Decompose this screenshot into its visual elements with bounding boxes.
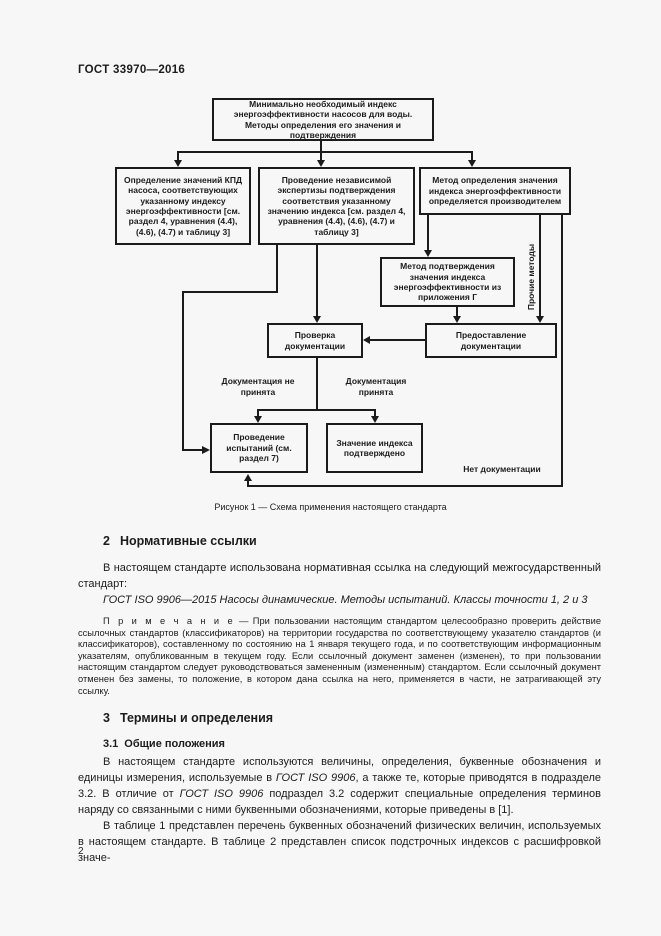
flow-node-method-determination: Метод определения значения индекса энерг… [419,167,571,215]
page-number: 2 [78,846,84,857]
edge-label-docs-rejected: Документация не принята [221,376,295,397]
flow-node-testing: Проведение испытаний (см. раздел 7) [210,423,308,473]
note-text: — При пользовании настоящим стандартом ц… [78,616,601,696]
standard-designation-header: ГОСТ 33970—2016 [78,64,186,76]
p1-text-1: В настоящем стандарте используются велич… [78,756,601,785]
section-2-heading: 2 Нормативные ссылки [103,534,601,548]
body-text: 2 Нормативные ссылки В настоящем стандарт… [78,534,601,866]
p1-italic-1: ГОСТ ISO 9906 [275,772,356,785]
edge-label-no-documentation: Нет документации [463,464,541,474]
subsection-3-1-paragraph: В настоящем стандарте используются велич… [78,754,601,818]
section-2-title: Нормативные ссылки [119,534,257,548]
normative-reference: ГОСТ ISO 9906—2015 Насосы динамические. … [78,592,601,608]
flow-node-check-documentation: Проверка документации [267,323,363,358]
reference-title: Насосы динамические. Методы испытаний. К… [216,594,588,606]
edge-label-docs-accepted: Документация принята [345,376,407,397]
subsection-3-1-number: 3.1 [103,738,119,751]
edge-label-other-methods: Прочие методы [526,243,536,311]
flow-node-independent-expertise: Проведение независимой экспертизы подтве… [258,167,415,245]
reference-designation: ГОСТ ISO 9906—2015 [103,594,217,606]
section-2-intro-paragraph: В настоящем стандарте использована норма… [78,562,601,590]
tables-overview-paragraph: В таблице 1 представлен перечень буквенн… [78,820,601,865]
note-label: П р и м е ч а н и е [103,616,235,626]
flow-node-index-confirmed: Значение индекса подтверждено [326,423,423,473]
figure-1-flowchart: Минимально необходимый индекс энергоэффе… [115,98,571,512]
note-paragraph: П р и м е ч а н и е — При пользовании на… [78,616,601,697]
p1-italic-2: ГОСТ ISO 9906 [179,788,264,801]
p1-text-2: , а также те, которые приводятся в подра… [78,772,601,801]
p1-text-3: подраздел 3.2 содержит специальные опред… [78,788,601,817]
flow-node-method-confirmation: Метод подтверждения значения индекса эне… [380,257,515,307]
section-3-heading: 3 Термины и определения [103,711,601,725]
section-3-title: Термины и определения [119,711,274,726]
subsection-3-1-heading: 3.1 Общие положения [103,738,601,750]
section-2-number: 2 [103,534,110,548]
section-3-number: 3 [103,711,110,726]
flow-node-kpd-determination: Определение значений КПД насоса, соответ… [115,167,251,245]
flowchart-connectors [174,140,563,487]
subsection-3-1-title: Общие положения [124,738,225,751]
flow-node-root: Минимально необходимый индекс энергоэффе… [212,98,434,141]
flow-node-provide-documentation: Предоставление документации [425,323,557,358]
figure-caption: Рисунок 1 — Схема применения настоящего … [214,502,447,512]
